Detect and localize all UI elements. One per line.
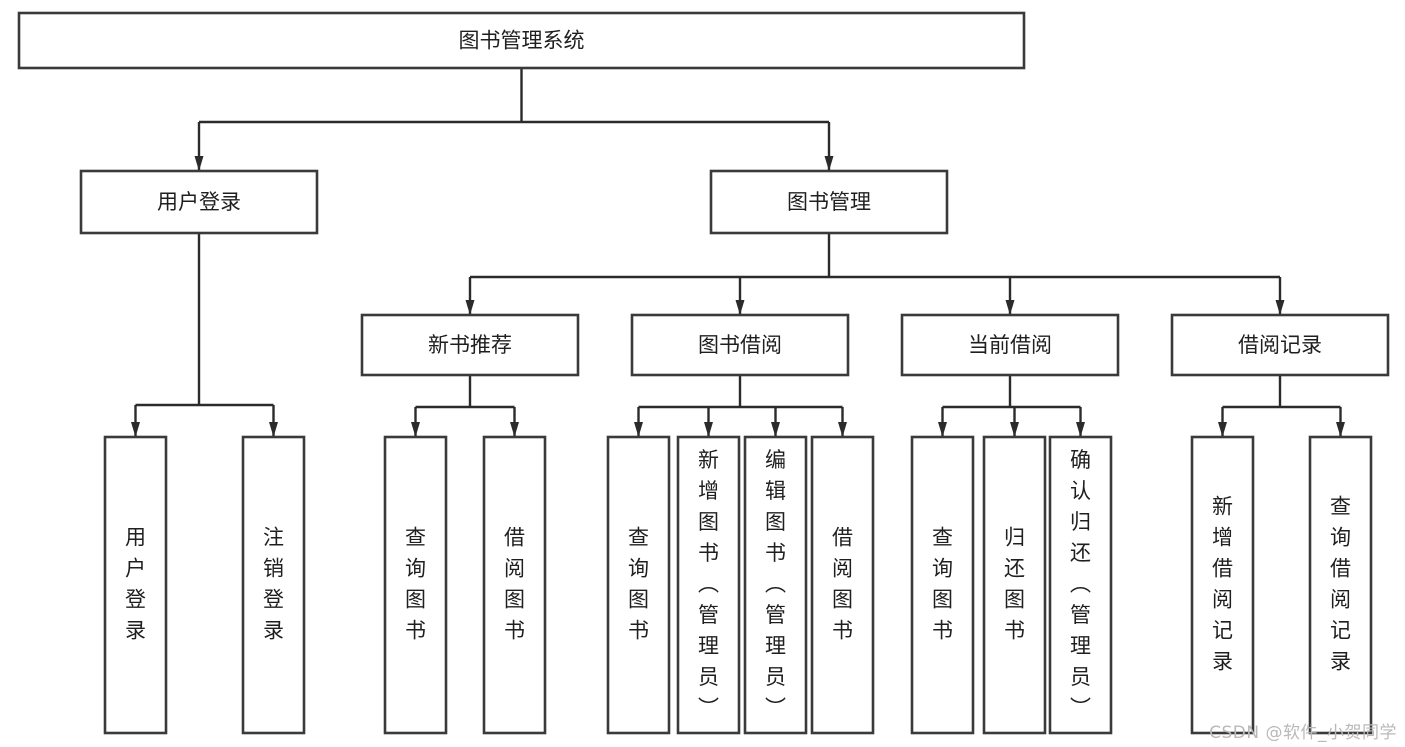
node-root[interactable]: 图书管理系统 [17, 11, 1026, 70]
node-level3-1-box [630, 313, 850, 377]
node-level3-0-label: 新书推荐 [428, 333, 512, 357]
node-leaf-1-box [241, 435, 306, 735]
edge-record-arrowhead-0 [1218, 422, 1227, 437]
node-root-box [17, 11, 1026, 70]
connector-layer [131, 68, 1345, 437]
node-leaf-3[interactable]: 借阅图书 [482, 435, 547, 735]
node-leaf-1-label: 注销登录 [263, 526, 284, 643]
edge-current-arrowhead-2 [1076, 422, 1085, 437]
node-leaf-11-box [1190, 435, 1255, 735]
node-leaf-12-label: 查询借阅记录 [1330, 495, 1351, 674]
node-leaf-3-box [482, 435, 547, 735]
node-layer: 图书管理系统用户登录图书管理新书推荐图书借阅当前借阅借阅记录用户登录注销登录查询… [17, 11, 1390, 735]
node-leaf-5[interactable]: 新增图书︵管理员︶ [676, 435, 741, 735]
node-level3-2[interactable]: 当前借阅 [900, 313, 1120, 377]
node-level2-0-box [79, 169, 319, 235]
edge-borrow-arrowhead-2 [771, 422, 780, 437]
node-leaf-9-box [982, 435, 1047, 735]
node-leaf-12-box [1308, 435, 1373, 735]
node-leaf-2-label: 查询图书 [405, 526, 426, 643]
node-level3-2-box [900, 313, 1120, 377]
edge-userlogin-arrowhead-1 [269, 422, 278, 437]
node-leaf-4[interactable]: 查询图书 [606, 435, 671, 735]
edge-newbook-arrowhead-0 [411, 422, 420, 437]
node-level2-0-label: 用户登录 [157, 190, 241, 214]
node-leaf-6[interactable]: 编辑图书︵管理员︶ [743, 435, 808, 735]
node-leaf-9-label: 归还图书 [1004, 526, 1025, 643]
edge-borrow-arrowhead-1 [704, 422, 713, 437]
edge-bookmgmt-arrowhead-3 [1275, 300, 1285, 315]
node-level3-2-label: 当前借阅 [968, 333, 1052, 357]
node-level3-3-label: 借阅记录 [1238, 333, 1322, 357]
edge-current-arrowhead-0 [938, 422, 947, 437]
node-leaf-4-box [606, 435, 671, 735]
node-level3-1-label: 图书借阅 [698, 333, 782, 357]
node-level2-1[interactable]: 图书管理 [709, 169, 949, 235]
node-leaf-10[interactable]: 确认归还︵管理员︶ [1048, 435, 1113, 735]
edge-bookmgmt-arrowhead-0 [465, 300, 475, 315]
node-root-label: 图书管理系统 [459, 29, 585, 53]
node-leaf-11[interactable]: 新增借阅记录 [1190, 435, 1255, 735]
node-leaf-6-box [743, 435, 808, 735]
node-leaf-1[interactable]: 注销登录 [241, 435, 306, 735]
node-leaf-10-label: 确认归还︵管理员︶ [1070, 448, 1091, 720]
edge-borrow-arrowhead-0 [634, 422, 643, 437]
node-level3-3-box [1170, 313, 1390, 377]
node-leaf-3-label: 借阅图书 [504, 526, 525, 643]
edge-bookmgmt-arrowhead-2 [1005, 300, 1015, 315]
node-leaf-5-box [676, 435, 741, 735]
node-leaf-8[interactable]: 查询图书 [910, 435, 975, 735]
node-leaf-12[interactable]: 查询借阅记录 [1308, 435, 1373, 735]
edge-userlogin-arrowhead-0 [131, 422, 140, 437]
edge-root-arrowhead-1 [824, 156, 834, 171]
node-level3-0[interactable]: 新书推荐 [360, 313, 580, 377]
node-level2-1-box [709, 169, 949, 235]
node-level3-3[interactable]: 借阅记录 [1170, 313, 1390, 377]
edge-current-arrowhead-1 [1010, 422, 1019, 437]
edge-borrow-arrowhead-3 [838, 422, 847, 437]
node-leaf-2-box [383, 435, 448, 735]
node-leaf-5-label: 新增图书︵管理员︶ [698, 448, 719, 720]
node-level2-0[interactable]: 用户登录 [79, 169, 319, 235]
node-leaf-6-label: 编辑图书︵管理员︶ [765, 448, 786, 720]
node-level3-1[interactable]: 图书借阅 [630, 313, 850, 377]
node-leaf-7-label: 借阅图书 [832, 526, 853, 643]
node-leaf-11-label: 新增借阅记录 [1212, 495, 1233, 674]
node-leaf-7-box [810, 435, 875, 735]
node-leaf-8-box [910, 435, 975, 735]
node-leaf-0[interactable]: 用户登录 [103, 435, 168, 735]
node-leaf-7[interactable]: 借阅图书 [810, 435, 875, 735]
edge-record-arrowhead-1 [1336, 422, 1345, 437]
node-leaf-0-box [103, 435, 168, 735]
node-level2-1-label: 图书管理 [787, 190, 871, 214]
node-leaf-8-label: 查询图书 [932, 526, 953, 643]
node-level3-0-box [360, 313, 580, 377]
node-leaf-10-box [1048, 435, 1113, 735]
edge-bookmgmt-arrowhead-1 [735, 300, 745, 315]
node-leaf-0-label: 用户登录 [125, 526, 146, 643]
edge-root-arrowhead-0 [194, 156, 204, 171]
node-leaf-9[interactable]: 归还图书 [982, 435, 1047, 735]
edge-newbook-arrowhead-1 [510, 422, 519, 437]
node-leaf-2[interactable]: 查询图书 [383, 435, 448, 735]
node-leaf-4-label: 查询图书 [628, 526, 649, 643]
